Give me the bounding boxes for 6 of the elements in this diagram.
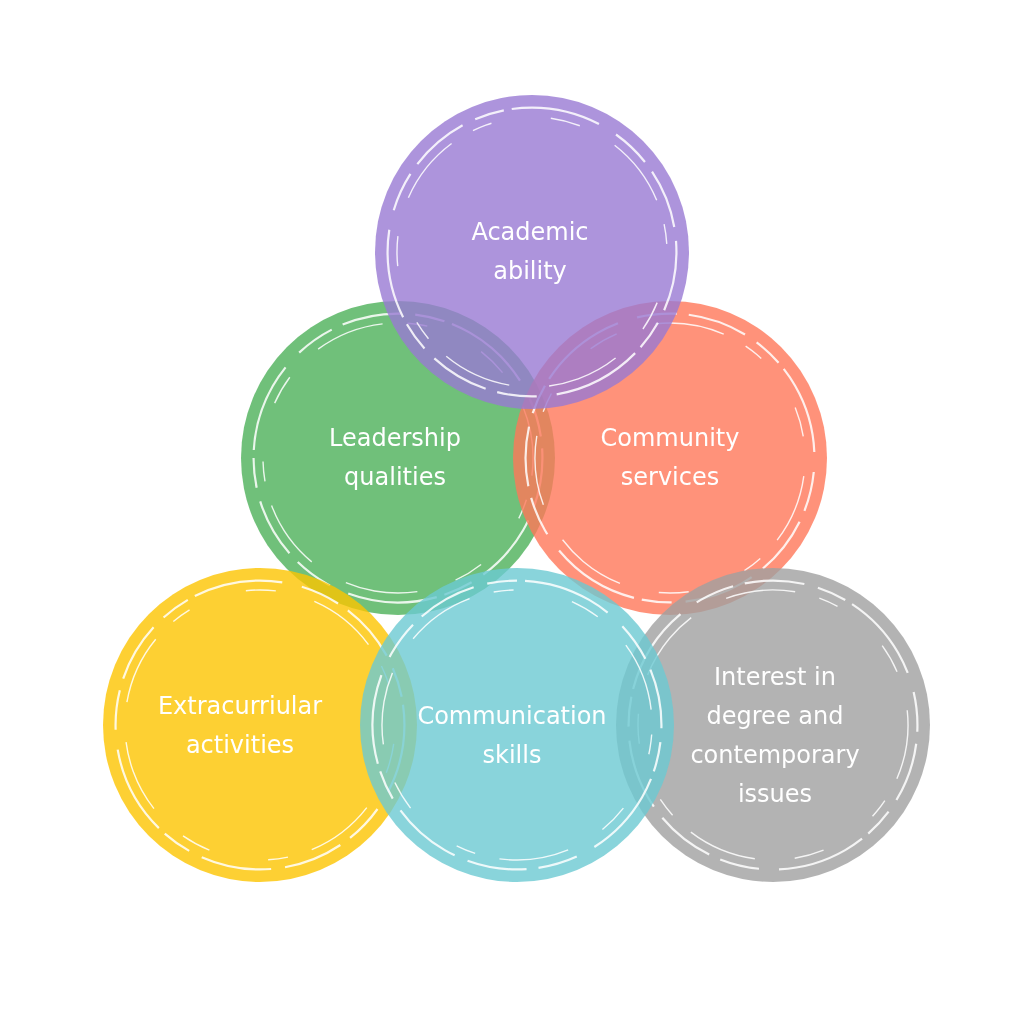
node-label: Extracurriular activities: [156, 691, 324, 761]
node-label: Communication skills: [416, 701, 608, 771]
node-label: Leadership qualities: [328, 423, 462, 493]
node-label: Community services: [599, 423, 741, 493]
node-label: Interest in degree and contemporary issues: [689, 662, 861, 810]
node-label: Academic ability: [470, 217, 590, 287]
